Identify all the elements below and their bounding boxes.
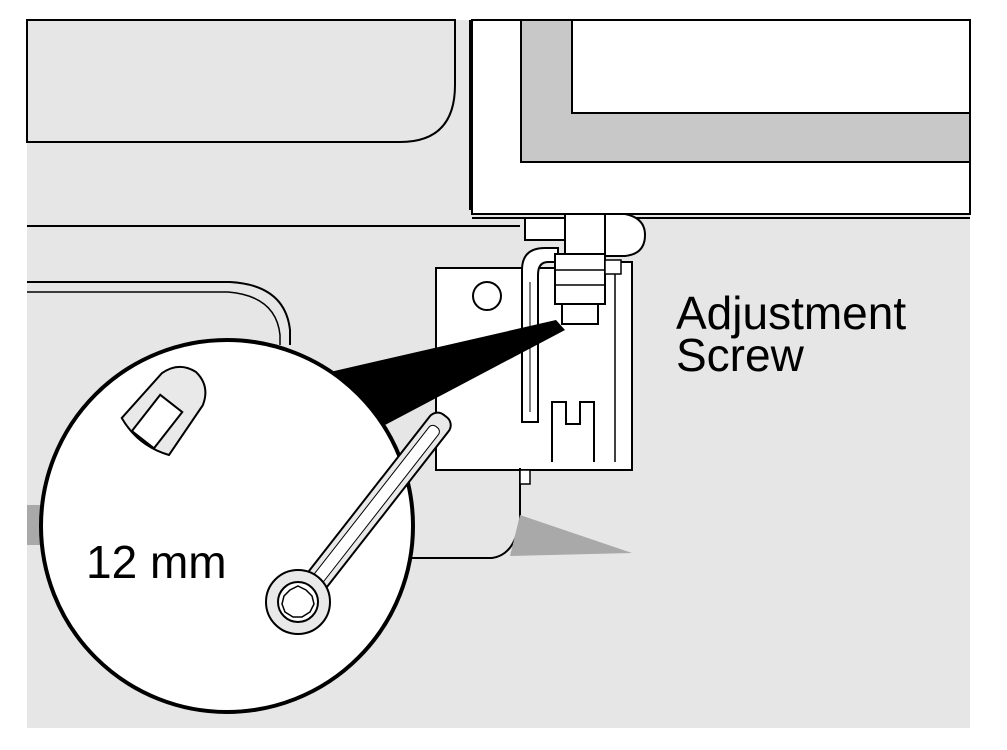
wrench-size-label: 12 mm xyxy=(86,536,227,588)
bracket-hole xyxy=(472,281,502,311)
adjustment-screw-label-line1: Adjustment xyxy=(676,287,906,339)
floor-shadow xyxy=(510,515,632,556)
door-glass xyxy=(571,19,971,114)
base-drawer-inner xyxy=(27,291,281,345)
base-drawer-outline xyxy=(27,281,291,345)
callout-pointer xyxy=(330,320,565,425)
hinge-cap xyxy=(604,213,647,257)
floor-shadow-left xyxy=(27,505,40,545)
wrench-icon xyxy=(120,365,452,635)
hinge-nut xyxy=(564,213,606,255)
bracket-slot xyxy=(551,401,595,462)
cabinet-upper-panel xyxy=(26,19,456,143)
bracket-foot-pin xyxy=(519,469,531,485)
hinge-top-block xyxy=(524,217,566,241)
screw-icon xyxy=(554,253,622,325)
adjustment-screw-label-line2: Screw xyxy=(676,329,805,381)
